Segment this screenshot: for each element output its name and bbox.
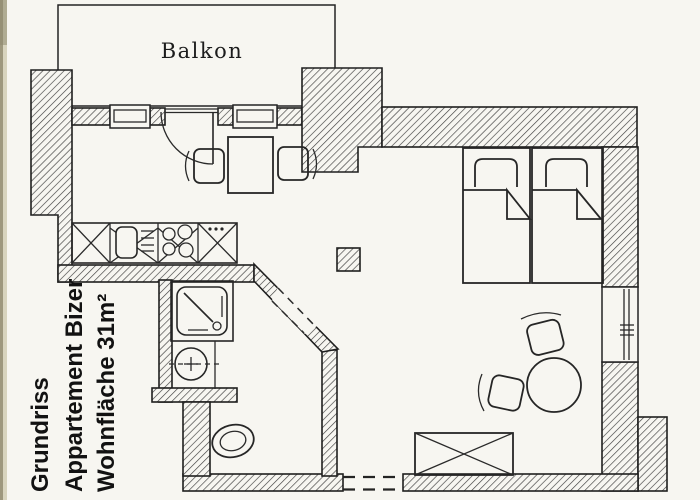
balcony-label: Balkon: [161, 39, 244, 63]
wall-north-bedroom: [381, 106, 638, 148]
washbasin: [169, 347, 222, 381]
balcony-outline: [57, 4, 336, 107]
pillow: [545, 158, 588, 187]
twin-bed-left: [462, 147, 532, 284]
side-label-line2: Appartement Bizer: [61, 279, 88, 492]
toilet: [211, 423, 255, 459]
wall-south-right: [402, 473, 639, 492]
side-label-line1: Grundriss: [27, 377, 54, 492]
bathroom-door: [271, 287, 317, 334]
round-table: [526, 357, 582, 413]
dining-chair-right: [277, 146, 318, 181]
wall-north-pier-2: [217, 107, 234, 126]
blanket-fold: [576, 187, 603, 220]
sideboard: [414, 432, 514, 476]
wall-bath-west: [158, 279, 173, 403]
dining-table: [227, 136, 274, 194]
kitchen-cabinet-right: [197, 222, 238, 264]
wall-north-pier-1: [149, 107, 166, 126]
wall-wc-west: [182, 401, 211, 477]
scan-edge: [0, 0, 7, 500]
kitchen-cabinet-left: [71, 222, 111, 264]
wall-wc-east: [321, 349, 338, 477]
wall-east-step: [637, 416, 668, 492]
pillow: [474, 158, 518, 187]
balcony-window-left: [109, 104, 151, 129]
kitchen-sink: [109, 226, 159, 264]
balcony-door: [160, 108, 218, 165]
east-window: [601, 286, 639, 363]
entrance-opening: [343, 475, 403, 491]
round-table-chair-lower: [487, 374, 525, 412]
chair-motion-arc: [520, 312, 562, 320]
door-swing-arc: [160, 111, 214, 165]
side-label: Grundriss Appartement Bizer Wohnfläche 3…: [27, 279, 120, 492]
shower: [170, 280, 234, 342]
dining-chair-left: [184, 148, 225, 184]
wall-north-a: [71, 107, 111, 126]
balcony-window-right: [232, 104, 278, 129]
wall-south-bath: [182, 473, 344, 492]
round-table-chair-upper: [526, 318, 565, 356]
wall-north-block: [301, 67, 383, 173]
wall-sink-south: [151, 387, 238, 403]
twin-bed-right: [531, 147, 604, 284]
blanket-fold: [506, 187, 532, 220]
chair-motion-arc-2: [477, 373, 485, 412]
wall-north-b: [276, 107, 303, 126]
pillar: [336, 247, 361, 272]
kitchen-counter: [71, 222, 238, 264]
side-label-line3: Wohnfläche 31m²: [93, 294, 120, 492]
wall-east-lower: [601, 361, 639, 492]
wall-east-upper: [601, 146, 639, 288]
kitchen-stove: [157, 224, 199, 264]
